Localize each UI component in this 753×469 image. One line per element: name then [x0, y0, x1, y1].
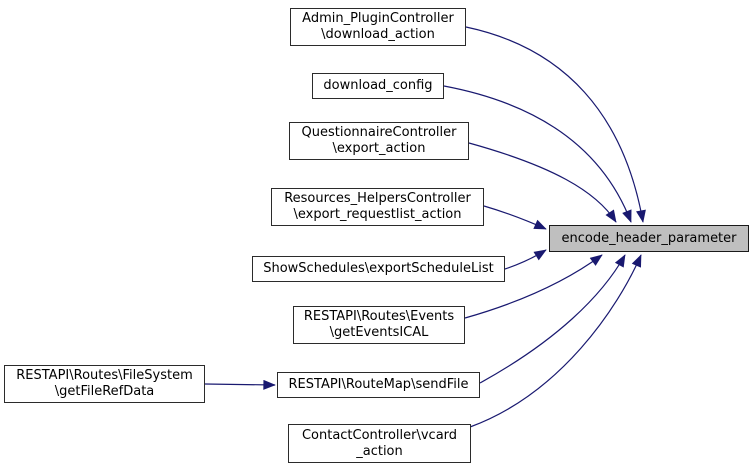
node-showschedules-exportschedulelist[interactable]: ShowSchedules\exportScheduleList	[252, 256, 505, 282]
edge-vcard-action-to-target	[469, 254, 642, 428]
edge-download-config-to-target	[443, 85, 632, 223]
node-contactcontroller-vcard-action[interactable]: ContactController\vcard _action	[288, 424, 471, 463]
node-questionnairecontroller-export-action[interactable]: QuestionnaireController \export_action	[289, 122, 469, 160]
edge-export-action-to-target	[468, 142, 617, 223]
node-download-config[interactable]: download_config	[312, 73, 444, 99]
node-restapi-routes-filesystem-getfilerefdata[interactable]: RESTAPI\Routes\FileSystem \getFileRefDat…	[4, 365, 205, 403]
edge-sendfile-to-target	[479, 254, 626, 384]
node-restapi-routes-events-geteventsical[interactable]: RESTAPI\Routes\Events \getEventsICAL	[293, 306, 465, 344]
node-admin-plugincontroller-download-action[interactable]: Admin_PluginController \download_action	[290, 8, 466, 46]
node-resources-helperscontroller-export-requestlist-action[interactable]: Resources_HelpersController \export_requ…	[271, 188, 484, 226]
node-restapi-routemap-sendfile[interactable]: RESTAPI\RouteMap\sendFile	[277, 372, 480, 398]
edge-download-action-to-target	[465, 26, 646, 223]
edge-geteventsical-to-target	[464, 254, 603, 319]
edge-export-requestlist-action-to-target	[483, 205, 547, 230]
node-encode-header-parameter-current: encode_header_parameter	[549, 225, 749, 252]
edge-getfilerefdata-to-sendfile	[204, 379, 276, 390]
edge-exportschedulelist-to-target	[504, 249, 547, 270]
